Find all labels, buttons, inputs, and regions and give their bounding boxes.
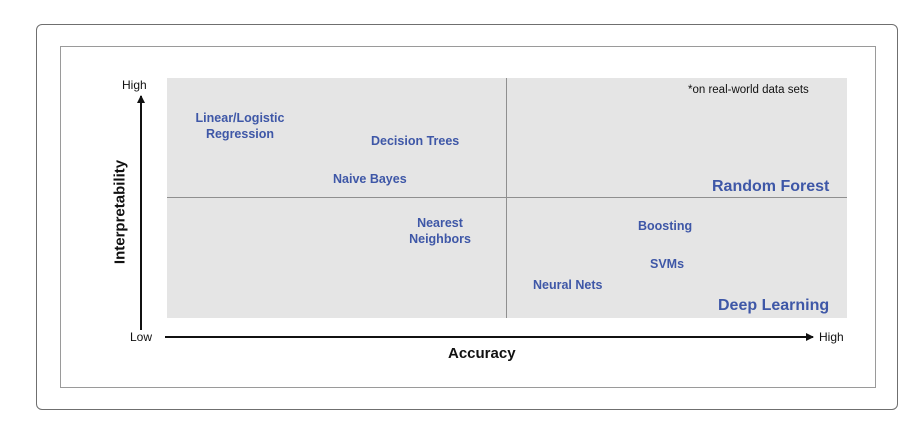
label-linear-logistic-regression: Linear/Logistic Regression [185,110,295,142]
y-axis-title: Interpretability [111,159,129,265]
quadrant-divider-horizontal [167,197,847,198]
quadrant-divider-vertical [506,78,507,318]
label-svms: SVMs [650,257,685,271]
label-linear-logistic-line1: Linear/Logistic [195,111,285,125]
plot-area [167,78,847,318]
label-nearest-neighbors-line1: Nearest [417,216,463,230]
label-deep-learning: Deep Learning [718,297,830,314]
label-nearest-neighbors: Nearest Neighbors [400,215,480,247]
x-axis-title: Accuracy [448,345,516,362]
footnote: *on real-world data sets [688,84,809,96]
label-neural-nets: Neural Nets [533,278,603,292]
label-linear-logistic-line2: Regression [205,127,275,141]
label-random-forest: Random Forest [712,178,830,195]
label-nearest-neighbors-line2: Neighbors [409,232,471,246]
y-axis-low-label: Low [130,330,153,344]
label-decision-trees: Decision Trees [371,134,460,148]
y-axis-high-label: High [122,78,147,92]
label-naive-bayes: Naive Bayes [333,172,407,186]
label-boosting: Boosting [638,219,693,233]
x-axis-high-label: High [819,330,844,344]
